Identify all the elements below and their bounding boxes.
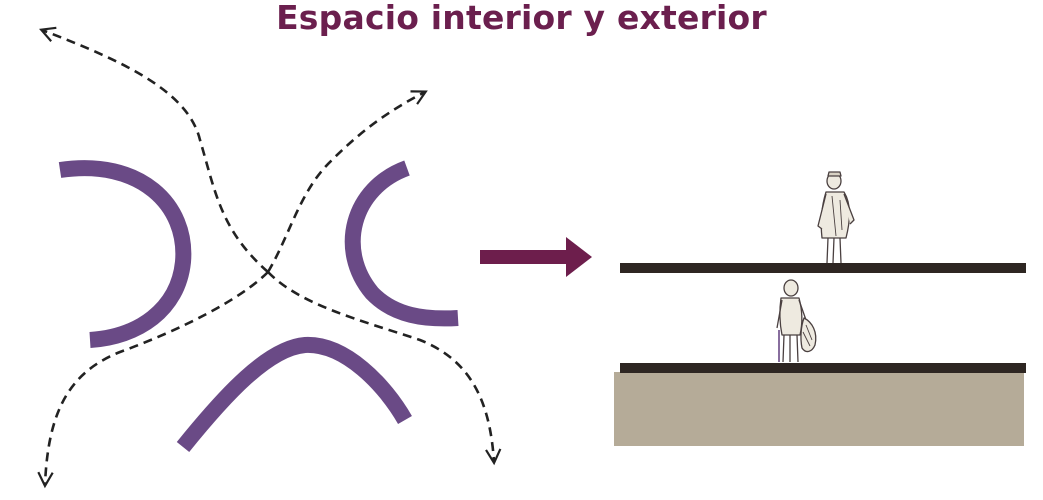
- wall-arc-left: [58, 160, 192, 348]
- path-to-top-left: [39, 26, 269, 273]
- circulation-paths: [37, 26, 502, 489]
- wall-arc-right: [344, 160, 459, 327]
- person-with-coat-figure: [817, 171, 855, 264]
- upper-slab: [620, 263, 1026, 273]
- diagram-title: Espacio interior y exterior: [276, 0, 767, 37]
- ground-block: [614, 372, 1024, 446]
- plan-walls: [58, 160, 459, 453]
- path-to-top-right: [266, 90, 428, 273]
- path-to-bottom-right: [267, 271, 502, 466]
- path-to-bottom-left: [37, 271, 269, 489]
- lower-slab: [620, 363, 1026, 373]
- elderly-person-with-bag-figure: [776, 279, 817, 363]
- section-view: [614, 171, 1026, 446]
- wall-arc-bottom: [176, 337, 412, 453]
- transition-arrow: [480, 237, 592, 277]
